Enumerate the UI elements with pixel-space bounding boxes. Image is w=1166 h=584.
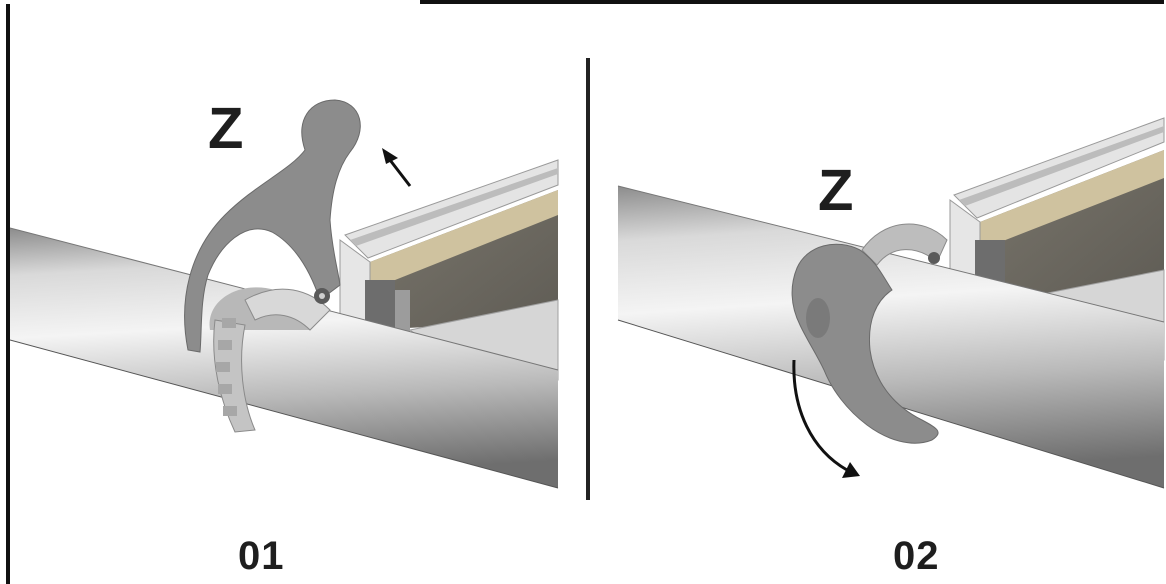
toothed-coupler-ring (209, 287, 331, 433)
step-number-01: 01 (238, 534, 285, 578)
figure-border (6, 0, 1164, 584)
step-number-02: 02 (893, 534, 940, 578)
part-label-z-panel-01: Z (208, 96, 244, 161)
lever-z (184, 99, 361, 353)
toothed-coupler-ring (861, 223, 948, 266)
close-direction-arrow (792, 359, 860, 478)
lever-z (791, 243, 939, 444)
open-direction-arrow (382, 148, 412, 187)
panel-02-illustration (617, 117, 1165, 489)
panel-01-illustration (10, 99, 559, 489)
part-label-z-panel-02: Z (818, 158, 854, 223)
panel-divider (586, 58, 590, 500)
